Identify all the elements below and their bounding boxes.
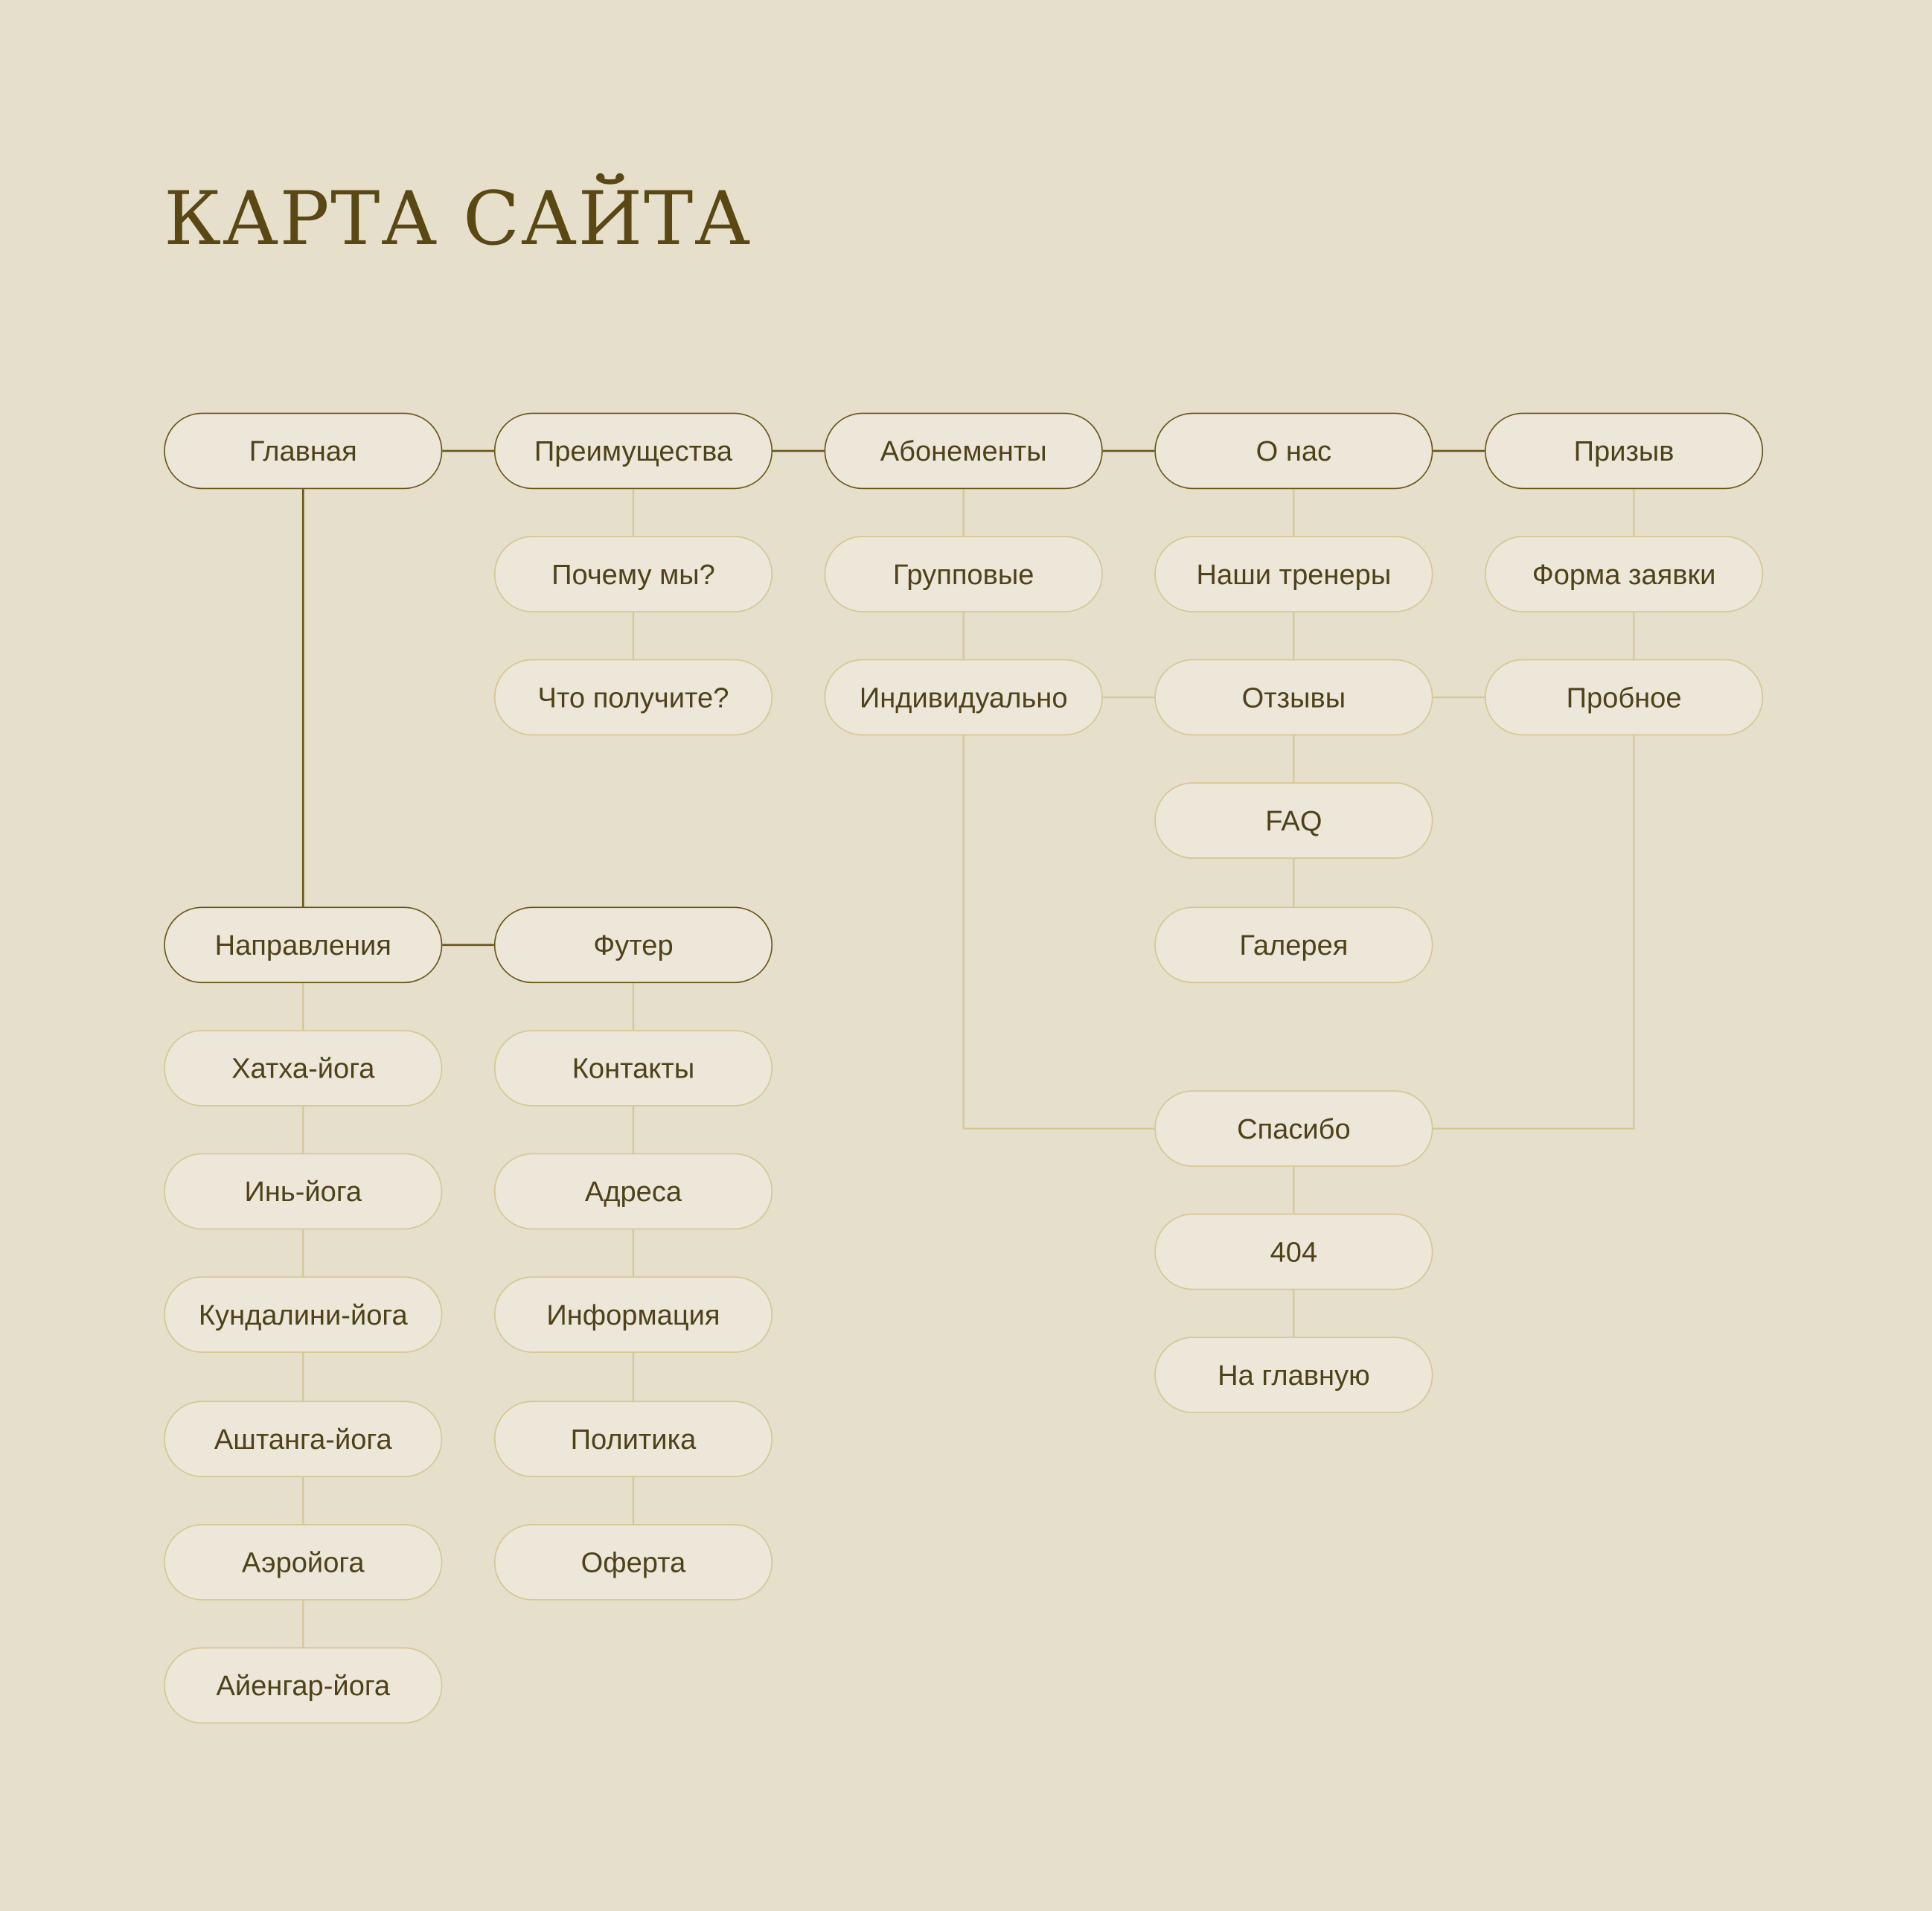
node-directions[interactable]: Направления bbox=[164, 906, 443, 984]
page-title: КАРТА САЙТА bbox=[164, 176, 752, 263]
node-ashtanga[interactable]: Аштанга-йога bbox=[164, 1401, 443, 1478]
node-individual[interactable]: Индивидуально bbox=[824, 659, 1103, 736]
node-policy[interactable]: Политика bbox=[493, 1401, 773, 1478]
node-404[interactable]: 404 bbox=[1154, 1213, 1433, 1290]
node-trainers[interactable]: Наши тренеры bbox=[1154, 536, 1433, 612]
node-kundalini[interactable]: Кундалини-йога bbox=[164, 1276, 443, 1353]
node-yin[interactable]: Инь-йога bbox=[164, 1153, 443, 1230]
node-gallery[interactable]: Галерея bbox=[1154, 906, 1433, 984]
node-faq[interactable]: FAQ bbox=[1154, 782, 1433, 859]
node-to-home[interactable]: На главную bbox=[1154, 1337, 1433, 1413]
node-why-us[interactable]: Почему мы? bbox=[493, 536, 773, 612]
node-iyengar[interactable]: Айенгар-йога bbox=[164, 1647, 443, 1724]
node-thanks[interactable]: Спасибо bbox=[1154, 1090, 1433, 1167]
node-offer[interactable]: Оферта bbox=[493, 1523, 773, 1601]
node-what-you-get[interactable]: Что получите? bbox=[493, 659, 773, 736]
node-reviews[interactable]: Отзывы bbox=[1154, 659, 1433, 736]
node-footer[interactable]: Футер bbox=[493, 906, 773, 984]
node-trial[interactable]: Пробное bbox=[1484, 659, 1764, 736]
node-form[interactable]: Форма заявки bbox=[1484, 536, 1764, 612]
node-home[interactable]: Главная bbox=[164, 412, 443, 490]
connector-sub bbox=[1433, 735, 1635, 1130]
node-info[interactable]: Информация bbox=[493, 1276, 773, 1353]
node-aero[interactable]: Аэройога bbox=[164, 1523, 443, 1601]
node-addresses[interactable]: Адреса bbox=[493, 1153, 773, 1230]
node-cta[interactable]: Призыв bbox=[1484, 412, 1764, 490]
connector-sub bbox=[962, 735, 1155, 1130]
node-subscriptions[interactable]: Абонементы bbox=[824, 412, 1103, 490]
node-advantages[interactable]: Преимущества bbox=[493, 412, 773, 490]
node-group[interactable]: Групповые bbox=[824, 536, 1103, 612]
node-about[interactable]: О нас bbox=[1154, 412, 1433, 490]
node-contacts[interactable]: Контакты bbox=[493, 1030, 773, 1107]
node-hatha[interactable]: Хатха-йога bbox=[164, 1030, 443, 1107]
